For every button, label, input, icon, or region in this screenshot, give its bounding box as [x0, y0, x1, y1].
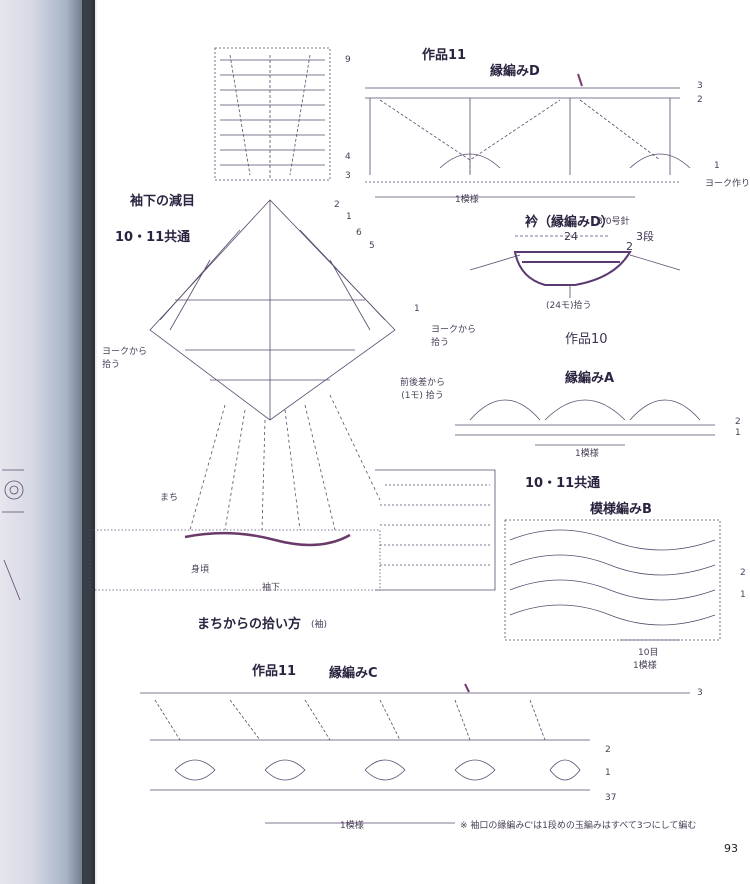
pattern-b-row2: 2: [740, 568, 746, 578]
common-title: 10・11共通: [525, 476, 601, 491]
gusset-label: まち: [160, 493, 179, 503]
edging-d-row1: 1: [714, 161, 720, 171]
book-spine: [0, 0, 95, 884]
sleeve-yoke-right: ヨークから 拾う: [431, 325, 477, 348]
edging-d-row3: 3: [697, 81, 703, 91]
edging-d-yoke: ヨーク作り: [705, 179, 750, 189]
edging-a-row2: 2: [735, 417, 741, 427]
collar-pickup: (24モ)拾う: [546, 301, 592, 311]
edging-a-repeat: 1模様: [575, 449, 599, 459]
edging-c-row3: 3: [697, 688, 703, 698]
collar-title: 衿（縁編みD）: [525, 215, 614, 230]
edging-a-diagram: [455, 399, 715, 446]
sleeve-r6: 6: [356, 228, 362, 238]
pickup-caption-sub: (袖): [311, 620, 328, 630]
collar-rows: 2: [626, 240, 633, 253]
collar-needle: 3/0号針: [597, 217, 630, 227]
collar-rows-unit: 3段: [636, 230, 654, 243]
spine-shadow: [82, 0, 98, 884]
edging-c-work-title: 作品11: [252, 664, 297, 679]
pattern-b-ten: 10目: [638, 648, 659, 658]
edging-d-title: 縁編みD: [490, 64, 540, 79]
pickup-caption: まちからの拾い方: [197, 617, 302, 632]
sleeve-yoke-left: ヨークから 拾う: [102, 347, 148, 370]
edging-c-diagram: [140, 683, 690, 824]
edging-c-title: 縁編みC: [329, 666, 378, 681]
work10-title: 作品10: [565, 332, 608, 347]
sleeve-top-diagram: [214, 47, 331, 181]
sleeve-right-1: 1: [414, 304, 420, 314]
collar-width: 24: [564, 230, 578, 243]
edging-d-diagram: [365, 73, 691, 198]
pattern-b-diagram: [504, 519, 721, 641]
sleeve-top-3: 3: [345, 171, 351, 181]
pattern-b-row1: 1: [740, 590, 746, 600]
sleeve-top-4: 4: [345, 152, 351, 162]
edging-d-row2: 2: [697, 95, 703, 105]
edging-d-repeat: 1模様: [455, 195, 479, 205]
sleeve-r5: 5: [369, 241, 375, 251]
edging-c-repeat: 1模様: [340, 821, 364, 831]
body-label: 身頃: [191, 565, 210, 575]
edging-c-row1: 1: [605, 768, 611, 778]
collar-schematic: [469, 235, 681, 298]
edging-c-row2: 2: [605, 745, 611, 755]
sleeve-top-9: 9: [345, 55, 351, 65]
edging-c-note: ※ 袖口の縁編みC'は1段めの玉編みはすべて3つにして編む: [460, 821, 697, 831]
edging-d-work-title: 作品11: [422, 48, 467, 63]
sleeve-r2: 2: [334, 200, 340, 210]
edging-c-row37: 37: [605, 793, 617, 803]
page-number: 93: [724, 842, 738, 855]
edging-a-title: 縁編みA: [565, 371, 615, 386]
sleeve-decrease-diagram: [149, 199, 396, 421]
underarm-label: 袖下: [262, 583, 281, 593]
spine-edge-diagram: [2, 469, 24, 601]
sleeve-front-back: 前後差から (1モ) 拾う: [400, 378, 446, 401]
pattern-b-title: 模様編みB: [590, 502, 652, 517]
gusset-band: [89, 469, 496, 591]
sleeve-common-title: 10・11共通: [115, 230, 191, 245]
edging-a-row1: 1: [735, 428, 741, 438]
pattern-b-repeat: 1模様: [633, 661, 657, 671]
sleeve-decrease-title: 袖下の減目: [130, 194, 196, 209]
sleeve-r1: 1: [346, 212, 352, 222]
pickup-lines: [189, 394, 381, 531]
